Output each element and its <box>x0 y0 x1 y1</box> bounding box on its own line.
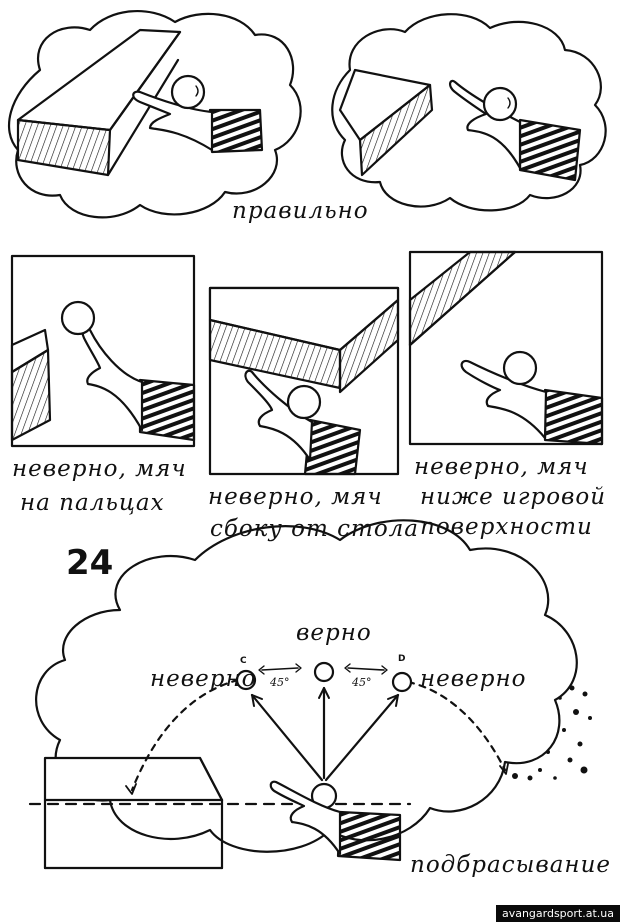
panel-3-caption-line2: ниже игровой <box>420 484 606 510</box>
hand <box>460 359 548 440</box>
point-c-label: C <box>240 656 247 666</box>
motion-dots <box>512 685 592 781</box>
arm-sleeve <box>208 108 264 154</box>
panel-1-caption-line1: неверно, мяч <box>12 456 187 482</box>
figure-number: 24 <box>66 543 113 583</box>
panel-ball-beside-table <box>208 286 400 476</box>
label-wrong-left: неверно <box>150 666 256 692</box>
panel-ball-on-fingers <box>10 254 196 448</box>
table-edge <box>16 118 112 177</box>
hand <box>269 780 342 856</box>
trajectory-left <box>130 678 240 792</box>
cloud-correct-left <box>7 10 302 219</box>
trajectory-right <box>406 680 507 772</box>
watermark: avangardsport.at.ua <box>495 905 620 922</box>
panel-1-caption-line2: на пальцах <box>20 490 165 516</box>
hand <box>449 79 522 170</box>
arm-sleeve <box>518 118 582 182</box>
table-edge <box>358 83 434 177</box>
arm-sleeve <box>543 388 604 446</box>
ball <box>60 300 96 336</box>
ball <box>286 384 322 420</box>
ball-position-c <box>235 669 257 691</box>
ball-position-center <box>313 661 335 683</box>
panel-ball-below-surface <box>408 250 604 446</box>
cloud-toss-diagram <box>28 519 592 870</box>
ball-position-d <box>391 671 413 693</box>
point-d-label: D <box>398 654 405 664</box>
label-wrong-right: неверно <box>420 666 526 692</box>
hand <box>244 369 314 462</box>
ball <box>482 86 518 122</box>
angle-left: 45° <box>269 676 290 689</box>
angle-right: 45° <box>351 676 372 689</box>
arm-sleeve <box>303 418 362 476</box>
top-caption: правильно <box>232 198 369 224</box>
panel-3-caption-line1: неверно, мяч <box>414 454 589 480</box>
arm-sleeve <box>138 378 196 442</box>
ball <box>502 350 538 386</box>
panel-2-caption-line2: сбоку от стола <box>210 516 419 542</box>
panel-3-caption-line3: поверхности <box>420 514 593 540</box>
hand <box>81 326 144 432</box>
cloud-correct-right <box>331 13 607 212</box>
panel-2-caption-line1: неверно, мяч <box>208 484 383 510</box>
hand <box>132 90 214 152</box>
caption-toss: подбрасывание <box>410 852 611 878</box>
ball <box>170 74 206 110</box>
arm-sleeve <box>336 810 402 862</box>
label-correct: верно <box>296 620 372 646</box>
table-surface <box>43 756 224 802</box>
